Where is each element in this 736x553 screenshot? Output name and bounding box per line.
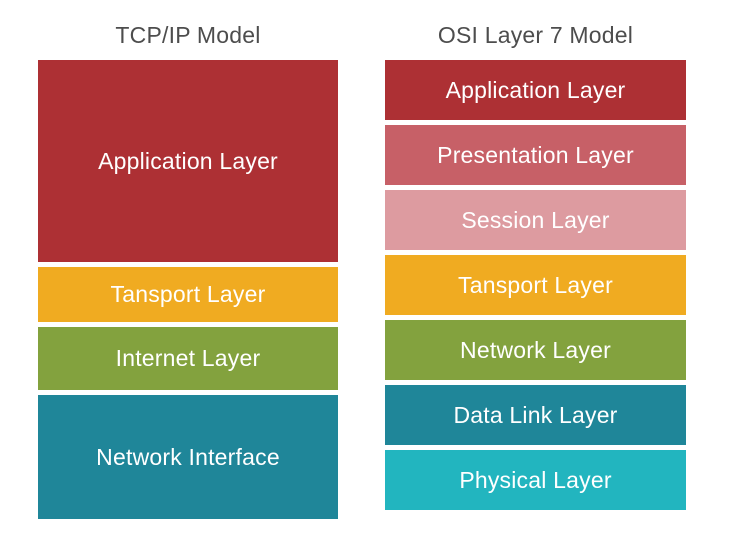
layer-box[interactable]: Network Interface [38,395,338,519]
layer-label: Presentation Layer [437,141,634,168]
layer-label: Application Layer [98,147,278,174]
layer-box[interactable]: Network Layer [385,320,686,380]
layer-label: Tansport Layer [110,281,266,307]
layer-label: Application Layer [445,76,626,103]
layer-box[interactable]: Presentation Layer [385,125,686,185]
osi-model-title: OSI Layer 7 Model [437,22,634,48]
layer-label: Data Link Layer [453,401,618,428]
layer-label: Tansport Layer [458,271,613,298]
layer-box[interactable]: Internet Layer [38,327,338,390]
layer-label: Session Layer [461,206,610,233]
tcpip-model-title: TCP/IP Model [115,22,261,48]
layer-box[interactable]: Application Layer [38,60,338,262]
layer-box[interactable]: Session Layer [385,190,686,250]
layer-box[interactable]: Data Link Layer [385,385,686,445]
layer-box[interactable]: Tansport Layer [38,267,338,322]
layer-label: Network Layer [460,336,611,363]
layer-label: Network Interface [96,443,280,470]
layer-box[interactable]: Tansport Layer [385,255,686,315]
layer-box[interactable]: Application Layer [385,60,686,120]
layer-box[interactable]: Physical Layer [385,450,686,510]
layer-label: Physical Layer [459,466,612,493]
layer-label: Internet Layer [115,345,261,371]
